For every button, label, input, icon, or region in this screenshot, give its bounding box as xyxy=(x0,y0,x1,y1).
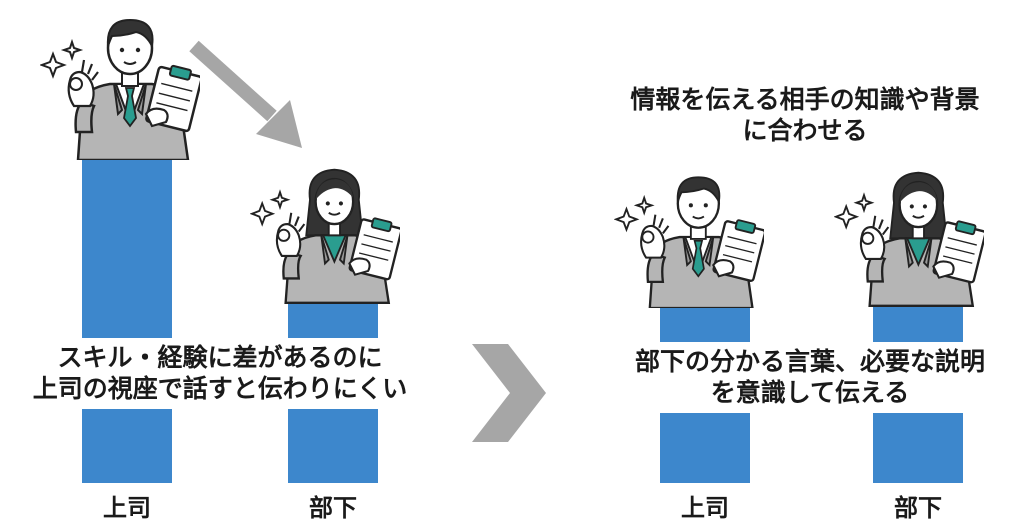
arrow-down-right-icon xyxy=(189,40,302,148)
subordinate-figure-left xyxy=(250,160,400,305)
subordinate-label-right: 部下 xyxy=(894,494,942,522)
left-caption: スキル・経験に差があるのに 上司の視座で話すと伝わりにくい xyxy=(8,338,432,409)
boss-label-right: 上司 xyxy=(681,494,729,522)
boss-figure-left xyxy=(40,10,200,160)
subordinate-label-left: 部下 xyxy=(309,494,357,522)
right-caption: 部下の分かる言葉、必要な説明 を意識して伝える xyxy=(600,342,1020,413)
subordinate-figure-right xyxy=(834,163,984,308)
boss-bar-left xyxy=(82,150,172,483)
boss-figure-right xyxy=(614,168,764,308)
right-heading: 情報を伝える相手の知識や背景 に合わせる xyxy=(600,84,1010,147)
boss-label-left: 上司 xyxy=(103,494,151,522)
chevron-right-icon xyxy=(472,344,546,442)
